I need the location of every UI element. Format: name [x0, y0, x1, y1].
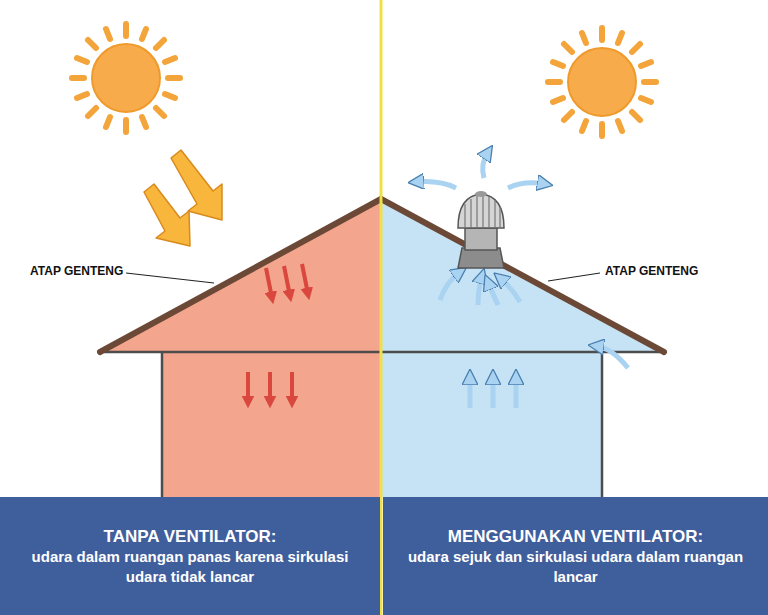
caption-band: TANPA VENTILATOR:udara dalam ruangan pan…	[0, 497, 380, 615]
caption-heading: MENGGUNAKAN VENTILATOR:	[448, 526, 703, 547]
caption-heading: TANPA VENTILATOR:	[104, 526, 277, 547]
caption-body: udara dalam ruangan panas karena sirkula…	[20, 547, 360, 586]
heat-arrow	[248, 264, 308, 402]
airflow-arrow	[416, 152, 628, 408]
sun	[548, 28, 656, 136]
caption-body: udara sejuk dan sirkulasi udara dalam ru…	[406, 547, 746, 586]
part-label: ATAP GENTENG	[603, 264, 700, 278]
sunlight-arrow	[144, 150, 222, 246]
turbine-ventilator	[458, 191, 504, 268]
wall-cool	[381, 352, 602, 497]
caption-band: MENGGUNAKAN VENTILATOR:udara sejuk dan s…	[383, 497, 768, 615]
wall-hot	[162, 352, 381, 497]
sun	[72, 24, 180, 132]
leader-line	[126, 273, 600, 283]
part-label: ATAP GENTENG	[28, 264, 125, 278]
